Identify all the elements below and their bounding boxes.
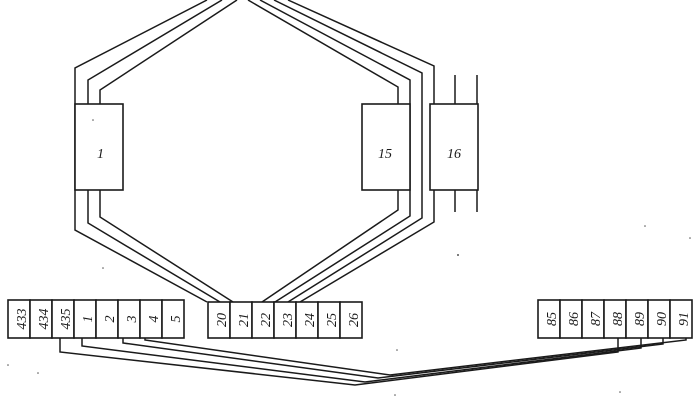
block-1 xyxy=(74,103,124,191)
terminal-left-label: 1 xyxy=(81,316,96,323)
terminal-middle-label: 24 xyxy=(303,313,318,327)
terminal-right-label: 91 xyxy=(677,312,692,326)
hex-wire xyxy=(273,0,423,303)
terminal-right-label: 86 xyxy=(567,312,582,326)
terminal-middle-box xyxy=(339,301,363,339)
terminal-right-label: 89 xyxy=(633,312,648,326)
block-16-label: 16 xyxy=(447,147,461,162)
terminal-middle-label: 25 xyxy=(325,313,340,327)
block-16 xyxy=(429,103,479,191)
terminal-left-label: 434 xyxy=(37,309,52,330)
terminal-middle-label: 23 xyxy=(281,313,296,327)
terminal-left-label: 433 xyxy=(15,309,30,330)
terminal-right-label: 87 xyxy=(589,311,604,326)
terminal-left-label: 5 xyxy=(169,316,184,323)
terminal-middle-label: 21 xyxy=(237,313,252,327)
terminal-left-label: 3 xyxy=(125,316,140,324)
block-1-label: 1 xyxy=(97,147,104,162)
terminal-right-label: 88 xyxy=(611,312,626,326)
crossing-wire xyxy=(122,338,664,379)
terminal-left-label: 4 xyxy=(147,316,162,323)
block-15-label: 15 xyxy=(378,147,392,162)
terminal-right-label: 90 xyxy=(655,312,670,326)
terminal-left-label: 435 xyxy=(59,309,74,330)
terminal-middle-label: 20 xyxy=(215,313,230,327)
terminal-right-box xyxy=(669,299,693,339)
terminal-middle-label: 26 xyxy=(347,313,362,327)
block-15 xyxy=(361,103,411,191)
terminal-left-label: 2 xyxy=(103,316,118,323)
terminal-right-label: 85 xyxy=(545,312,560,326)
terminal-middle-label: 22 xyxy=(259,313,274,327)
crossing-wire xyxy=(144,338,687,376)
specks xyxy=(7,119,691,396)
terminal-left-box xyxy=(161,299,185,339)
blocks: 1 15 16 xyxy=(74,103,479,191)
